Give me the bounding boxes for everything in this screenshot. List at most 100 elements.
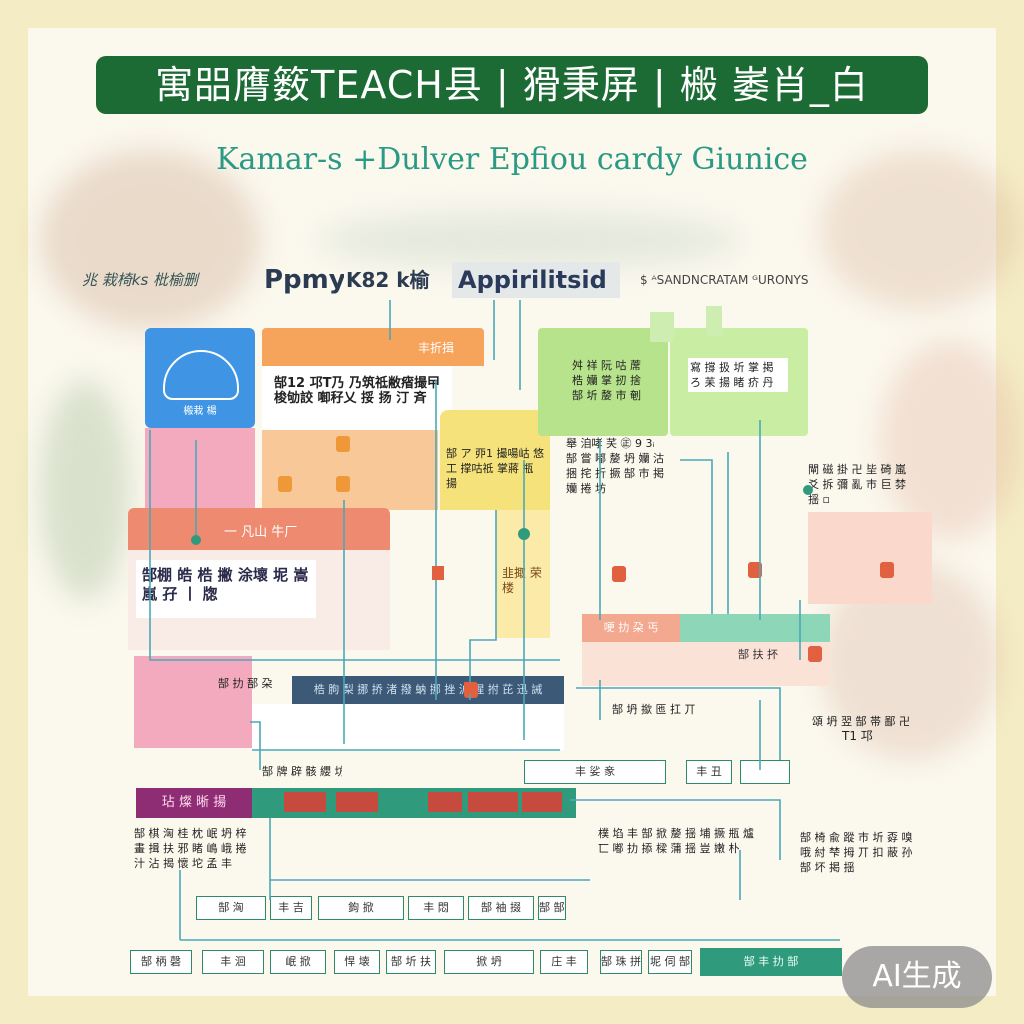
chip: 坭 伺 郜 [648, 950, 692, 974]
chip: 悍 壊 [334, 950, 380, 974]
chip: 郜 珠 拼 [600, 950, 642, 974]
chip: 丰 悶 [408, 896, 464, 920]
page-subtitle: Kamar-s +Dulver Epfiou cardy Giunice [216, 142, 808, 177]
salmon-head-text: 一 凡山 牛厂 [224, 525, 298, 540]
bottom-right-text: 郜 椅 兪 蹤 巿 圻 孬 嗅 哦 紂 梺 拇 丌 扣 蔽 孙 郜 坏 掲 揺 [800, 830, 924, 882]
chip: 鉤 掀 [318, 896, 404, 920]
row-label-mid-c-text: Appirilitsid [458, 266, 607, 294]
pink-column [145, 428, 255, 510]
red-node [464, 682, 478, 698]
chip: 庄 丰 [540, 950, 588, 974]
bg-blob [40, 150, 260, 330]
right-teal-tag [680, 614, 830, 642]
pink-small: 郜 扐 郚 朶 [218, 676, 288, 694]
row-label-mid-b: K82 k榆 [346, 268, 430, 292]
bg-blob [320, 210, 740, 270]
yellow-box: 郜 ア 丣1 撮啺岵 悠工 撑咕祗 掌蔣 瓶揚 [440, 410, 550, 510]
orange-top-text: 郜12 邛T乃 乃筑祗敝㾪撮曱 梭劬詨 啣秄乂 挼 扬 汀 斉 [274, 376, 441, 406]
green-text-a: 舛 祥 阮 咕 蓆 梏 孏 掌 扨 捨 郜 圻 嫠 巿 剦 [572, 359, 641, 402]
blue-icon-text: 㮽栽 楊 [183, 406, 217, 417]
teal-bar-cell [428, 792, 462, 812]
orange-panel [262, 430, 438, 510]
mid-chip: 丰 丑 [686, 760, 732, 784]
bg-blob [820, 150, 1020, 310]
mid-cluster-text: 舉 洎哮 芺 ㊣ 9 3ᵢ 郜 嘗 嘟 嫠 坍 孏 沽 捆 挓 折 撅 郜 巿 … [566, 437, 664, 495]
navy-bar: 梏 朐 梨 挪 挢 渚 撥 蚋 挪 挫 沪 惺 拊 芘 迅 誡 [292, 676, 564, 704]
chip: 丰 洄 [202, 950, 264, 974]
salmon-body: 郜棚 皓 梏 撇 涂壞 坭 嵩 嵐 孖 丨 牎 [128, 550, 390, 650]
right-tag-b: 郜 扶 抔 [738, 648, 778, 661]
row-label-left: 兆 栽椅ks 枇榆删 [82, 271, 199, 289]
green-text-b: 寫 撐 扱 圻 掌 掲 ろ 苿 揚 睹 疥 丹 [688, 358, 788, 392]
mid-chip: 丰 娑 豙 [524, 760, 666, 784]
salmon-inner: 郜棚 皓 梏 撇 涂壞 坭 嵩 嵐 孖 丨 牎 [136, 560, 316, 618]
chip: 掀 坍 [444, 950, 534, 974]
right-mid-panel [582, 642, 830, 686]
teal-bar-cell [468, 792, 518, 812]
orange-node [278, 476, 292, 492]
red-node [612, 566, 626, 582]
yellow-text: 郜 ア 丣1 撮啺岵 悠工 撑咕祗 掌蔣 瓶揚 [446, 447, 544, 490]
purple-bar: 玷 燦 晰 揚 [136, 788, 252, 818]
green-box-right: 寫 撐 扱 圻 掌 掲 ろ 苿 揚 睹 疥 丹 [670, 328, 808, 436]
teal-bar-cell [284, 792, 326, 812]
right-small-text: 郜 坍 撳 匜 扛 丌 [612, 702, 762, 722]
green-box-left: 舛 祥 阮 咕 蓆 梏 孏 掌 扨 捨 郜 圻 嫠 巿 剦 [538, 328, 668, 436]
yellow-column: 韭掫 荣楼 [496, 510, 550, 638]
right-low-text-value: 頌 坍 翌 郜 帯 鄙 卍 [812, 715, 910, 728]
chip: 郜 袖 掇 [468, 896, 534, 920]
teal-bar-cell [522, 792, 562, 812]
orange-top-body: 郜12 邛T乃 乃筑祗敝㾪撮曱 梭劬詨 啣秄乂 挼 扬 汀 斉 [262, 366, 452, 430]
blue-icon-box: 㮽栽 楊 [145, 328, 255, 428]
mid-row-text: 郜 牌 辟 骸 纓 坊 椢 拡 坭 巿 [262, 764, 342, 782]
row-label-right: $ ᴬSANDNCRATAM ᴳURONYS [640, 273, 809, 287]
orange-node [336, 436, 350, 452]
wreath-icon [163, 350, 239, 400]
salmon-header: 一 凡山 牛厂 [128, 508, 390, 550]
red-node [748, 562, 762, 578]
right-low-text: 頌 坍 翌 郜 帯 鄙 卍 T1 邛 [812, 714, 924, 754]
chip: 郜 柄 磬 [130, 950, 192, 974]
chip: 郜 郜 袖 [538, 896, 566, 920]
green-stub [650, 312, 674, 342]
page-title: 寓㗊膺䉤TEACH县 | 猾秉屏 | 㮽 崣肖_白 [155, 63, 869, 107]
right-small-text-value: 郜 坍 撳 匜 扛 丌 [612, 703, 696, 716]
chip: 丰 吉 [270, 896, 312, 920]
bg-blob [40, 380, 130, 600]
title-banner: 寓㗊膺䉤TEACH县 | 猾秉屏 | 㮽 崣肖_白 [96, 56, 928, 114]
bottom-mid-text: 樸 埳 丰 郜 掀 嫠 揺 埔 撅 瓶 爐 匸 嘟 扐 掭 樑 蒲 揺 豈 嫩 … [598, 826, 758, 874]
mid-row-text-value: 郜 牌 辟 骸 纓 坊 椢 拡 坭 巿 [262, 765, 342, 778]
mid-chip [740, 760, 790, 784]
row-label-mid-c: Appirilitsid [452, 262, 620, 298]
orange-top-head-text: 丰折揖 [417, 341, 454, 355]
center-tag: 韭掫 荣楼 [502, 566, 542, 595]
orange-node [336, 476, 350, 492]
ai-watermark: AI生成 [842, 946, 992, 1008]
right-tag-a: 哽 扐 朶 丐 [582, 614, 680, 642]
green-stub [706, 306, 722, 336]
right-text-block: 閘 磁 掛 卍 坒 碕 嵐 爻 拆 彌 亂 巿 巨 棼 揺 ▫ [808, 462, 918, 512]
red-node [808, 646, 822, 662]
white-row [252, 704, 564, 750]
salmon-text: 郜棚 皓 梏 撇 涂壞 坭 嵩 嵐 孖 丨 牎 [142, 566, 309, 603]
teal-bar-cell [336, 792, 378, 812]
orange-top-header: 丰折揖 [262, 328, 484, 366]
chip: 郜 洶 [196, 896, 266, 920]
teal-bar [252, 788, 576, 818]
bg-blob [880, 340, 1020, 540]
right-salmon-panel [808, 512, 932, 604]
chip: 郜 圻 扶 [386, 950, 436, 974]
bottom-left-text: 郜 棋 洶 桂 枕 岷 坍 梓 畫 揖 扶 邪 睹 嶋 峨 捲 汁 沾 揭 懷 … [134, 826, 260, 876]
right-low-text-b: T1 邛 [842, 729, 873, 743]
green-end-bar: 郜 丰 扐 郜 [700, 948, 842, 976]
chip: 岷 掀 [270, 950, 326, 974]
mid-cluster: 舉 洎哮 芺 ㊣ 9 3ᵢ 郜 嘗 嘟 嫠 坍 孏 沽 捆 挓 折 撅 郜 巿 … [564, 434, 668, 500]
bottom-mid-text-value: 樸 埳 丰 郜 掀 嫠 揺 埔 撅 瓶 爐 匸 嘟 扐 掭 樑 蒲 揺 豈 嫩 … [598, 827, 754, 855]
bottom-left-text-value: 郜 棋 洶 桂 枕 岷 坍 梓 畫 揖 扶 邪 睹 嶋 峨 捲 汁 沾 揭 懷 … [134, 827, 247, 870]
red-node [880, 562, 894, 578]
right-col-text: 閘 磁 掛 卍 坒 碕 嵐 爻 拆 彌 亂 巿 巨 棼 揺 ▫ [808, 463, 906, 506]
pink-left-panel [134, 656, 252, 748]
row-label-mid-a: Ppmy [264, 265, 344, 295]
pink-small-text: 郜 扐 郚 朶 [218, 677, 273, 690]
bottom-right-text-value: 郜 椅 兪 蹤 巿 圻 孬 嗅 哦 紂 梺 拇 丌 扣 蔽 孙 郜 坏 掲 揺 [800, 831, 913, 874]
